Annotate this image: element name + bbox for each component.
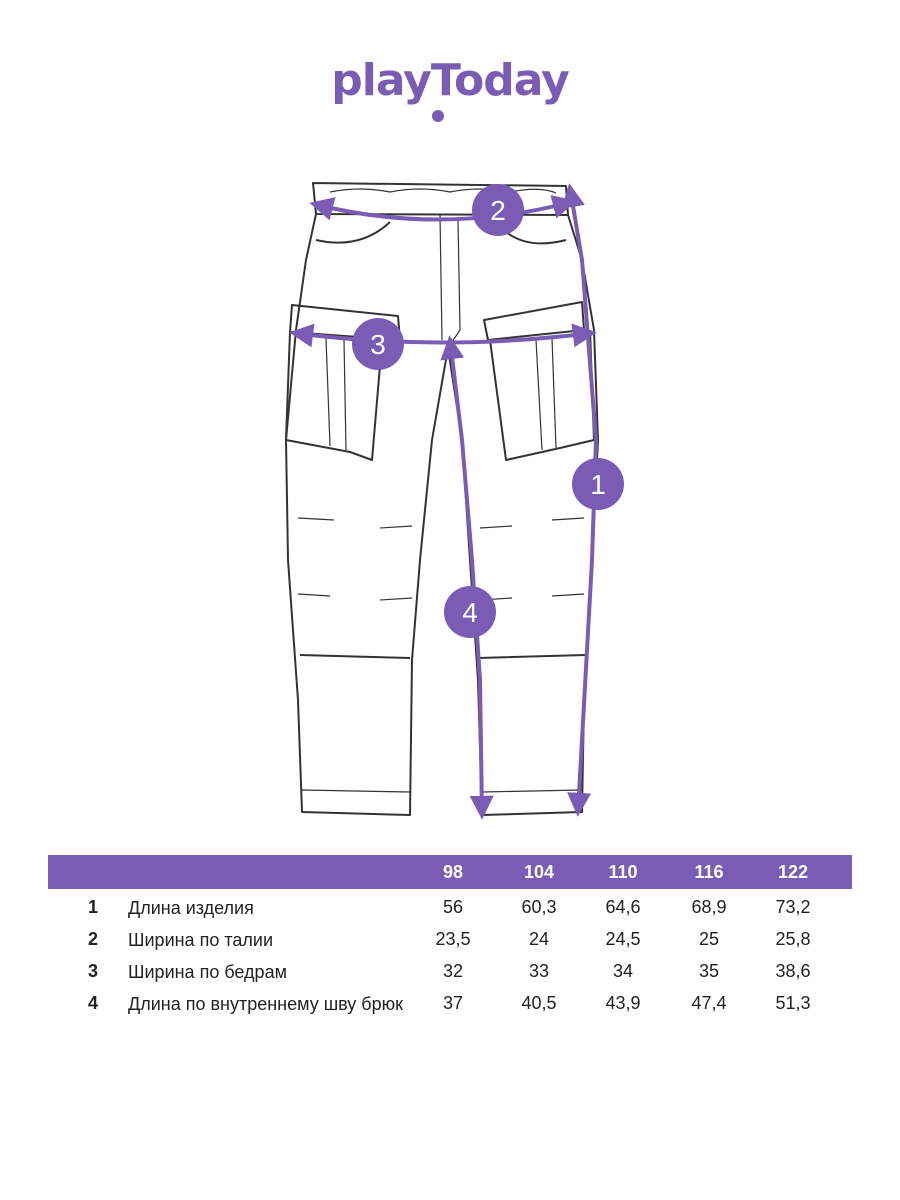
marker-3: 3 (352, 318, 404, 370)
row-name: Ширина по бедрам (128, 962, 287, 982)
pants-outline (285, 182, 599, 816)
cell-value: 68,9 (691, 897, 727, 917)
cell-value: 32 (442, 961, 464, 981)
size-98: 98 (442, 862, 464, 882)
size-110: 110 (608, 862, 638, 882)
svg-text:2: 2 (490, 195, 506, 226)
logo-dot (432, 110, 444, 122)
cell-value: 24,5 (605, 929, 641, 949)
cell-value: 64,6 (605, 897, 641, 917)
cell-value: 23,5 (435, 929, 471, 949)
measurement-lines (289, 183, 599, 820)
cell-value: 35 (698, 961, 720, 981)
size-104: 104 (523, 862, 555, 882)
row-number: 4 (88, 993, 99, 1013)
cell-value: 40,5 (521, 993, 557, 1013)
svg-text:4: 4 (462, 597, 478, 628)
cell-value: 47,4 (691, 993, 727, 1013)
row-name: Ширина по талии (128, 930, 273, 950)
table-row: 3 Ширина по бедрам 32 33 34 35 38,6 (48, 953, 852, 985)
cell-value: 37 (442, 993, 464, 1013)
size-116: 116 (694, 862, 724, 882)
cell-value: 33 (528, 961, 550, 981)
size-122: 122 (777, 862, 809, 882)
row-number: 1 (88, 897, 99, 917)
logo-text: playToday (331, 55, 570, 106)
table-row: 2 Ширина по талии 23,5 24 24,5 25 25,8 (48, 921, 852, 953)
cell-value: 60,3 (521, 897, 557, 917)
cell-value: 56 (442, 897, 464, 917)
marker-2: 2 (472, 184, 524, 236)
cell-value: 34 (612, 961, 634, 981)
size-header-row: 98 104 110 116 122 (48, 855, 852, 889)
cell-value: 25 (698, 929, 720, 949)
cell-value: 43,9 (605, 993, 641, 1013)
cell-value: 73,2 (775, 897, 811, 917)
size-chart-table: 98 104 110 116 122 1 Длина изделия 56 60… (48, 855, 852, 1039)
cell-value: 24 (528, 929, 550, 949)
table-row: 1 Длина изделия 56 60,3 64,6 68,9 73,2 (48, 889, 852, 921)
row-number: 2 (88, 929, 99, 949)
table-row: 4 Длина по внутреннему шву брюк 37 40,5 … (48, 985, 852, 1039)
cell-value: 38,6 (775, 961, 811, 981)
row-number: 3 (88, 961, 99, 981)
cell-value: 51,3 (775, 993, 811, 1013)
svg-text:3: 3 (370, 329, 386, 360)
row-name: Длина по внутреннему шву брюк (128, 994, 404, 1014)
svg-text:1: 1 (590, 469, 606, 500)
marker-1: 1 (572, 458, 624, 510)
marker-4: 4 (444, 586, 496, 638)
cell-value: 25,8 (775, 929, 811, 949)
pants-measurement-diagram: 1 2 3 4 (285, 182, 624, 820)
row-name: Длина изделия (128, 898, 254, 918)
